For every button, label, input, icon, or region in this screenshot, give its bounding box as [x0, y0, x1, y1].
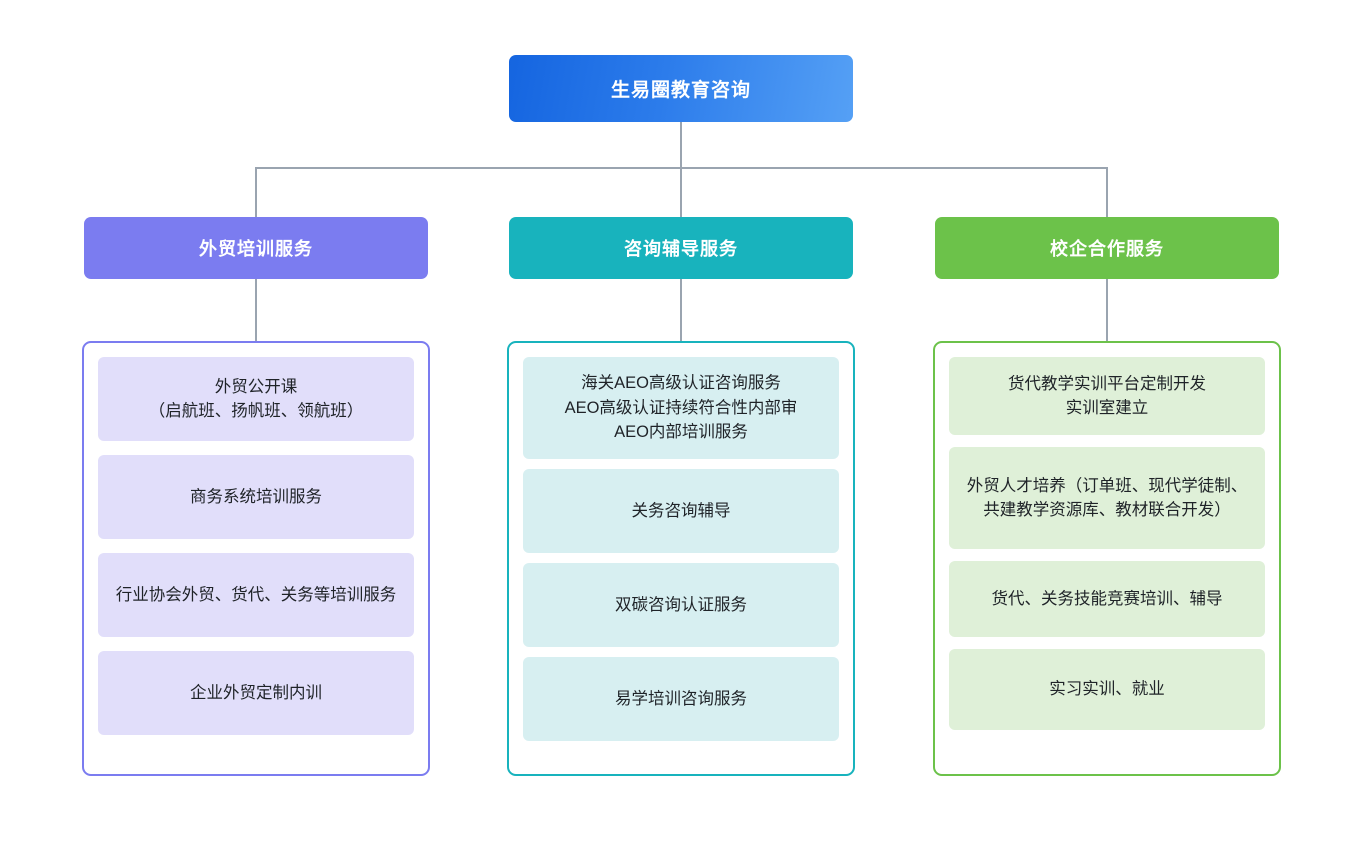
leaf-text: 货代、关务技能竞赛培训、辅导 — [991, 589, 1223, 608]
group-container-school-enterprise: 货代教学实训平台定制开发 实训室建立 外贸人才培养（订单班、现代学徒制、共建教学… — [933, 341, 1281, 776]
category-header-label: 校企合作服务 — [1050, 239, 1164, 259]
connector-header-to-group-col3 — [1106, 279, 1108, 342]
leaf-item[interactable]: 实习实训、就业 — [949, 649, 1265, 730]
group-container-consulting: 海关AEO高级认证咨询服务 AEO高级认证持续符合性内部审 AEO内部培训服务 … — [507, 341, 855, 776]
leaf-text: 实习实训、就业 — [1049, 680, 1165, 699]
category-header-咨询辅导服务[interactable]: 咨询辅导服务 — [509, 217, 853, 279]
leaf-text: 关务咨询辅导 — [631, 501, 731, 520]
leaf-item[interactable]: 企业外贸定制内训 — [98, 651, 414, 735]
leaf-item[interactable]: 货代、关务技能竞赛培训、辅导 — [949, 561, 1265, 637]
leaf-item[interactable]: 海关AEO高级认证咨询服务 AEO高级认证持续符合性内部审 AEO内部培训服务 — [523, 357, 839, 459]
connector-root-stem — [680, 122, 682, 168]
leaf-text: 海关AEO高级认证咨询服务 AEO高级认证持续符合性内部审 AEO内部培训服务 — [564, 374, 798, 442]
connector-drop-col1 — [255, 167, 257, 217]
leaf-item[interactable]: 关务咨询辅导 — [523, 469, 839, 553]
connector-header-to-group-col2 — [680, 279, 682, 342]
leaf-text: 双碳咨询认证服务 — [615, 595, 747, 614]
leaf-item[interactable]: 货代教学实训平台定制开发 实训室建立 — [949, 357, 1265, 435]
category-header-label: 咨询辅导服务 — [624, 239, 738, 259]
leaf-text: 商务系统培训服务 — [190, 487, 322, 506]
leaf-text: 行业协会外贸、货代、关务等培训服务 — [115, 585, 397, 604]
leaf-text: 外贸公开课 （启航班、扬帆班、领航班） — [148, 377, 364, 420]
category-header-外贸培训服务[interactable]: 外贸培训服务 — [84, 217, 428, 279]
category-header-label: 外贸培训服务 — [199, 239, 313, 259]
connector-drop-col2 — [680, 167, 682, 217]
leaf-item[interactable]: 易学培训咨询服务 — [523, 657, 839, 741]
category-header-校企合作服务[interactable]: 校企合作服务 — [935, 217, 1279, 279]
leaf-text: 外贸人才培养（订单班、现代学徒制、共建教学资源库、教材联合开发） — [966, 476, 1248, 519]
root-node-label: 生易圈教育咨询 — [610, 80, 751, 101]
leaf-item[interactable]: 行业协会外贸、货代、关务等培训服务 — [98, 553, 414, 637]
leaf-text: 货代教学实训平台定制开发 实训室建立 — [1008, 374, 1206, 417]
leaf-text: 易学培训咨询服务 — [615, 689, 747, 708]
group-container-training: 外贸公开课 （启航班、扬帆班、领航班） 商务系统培训服务 行业协会外贸、货代、关… — [82, 341, 430, 776]
leaf-item[interactable]: 外贸公开课 （启航班、扬帆班、领航班） — [98, 357, 414, 441]
leaf-text: 企业外贸定制内训 — [190, 683, 322, 702]
leaf-item[interactable]: 外贸人才培养（订单班、现代学徒制、共建教学资源库、教材联合开发） — [949, 447, 1265, 549]
root-node-生易圈教育咨询[interactable]: 生易圈教育咨询 — [509, 55, 853, 122]
connector-drop-col3 — [1106, 167, 1108, 217]
leaf-item[interactable]: 双碳咨询认证服务 — [523, 563, 839, 647]
leaf-item[interactable]: 商务系统培训服务 — [98, 455, 414, 539]
connector-header-to-group-col1 — [255, 279, 257, 342]
